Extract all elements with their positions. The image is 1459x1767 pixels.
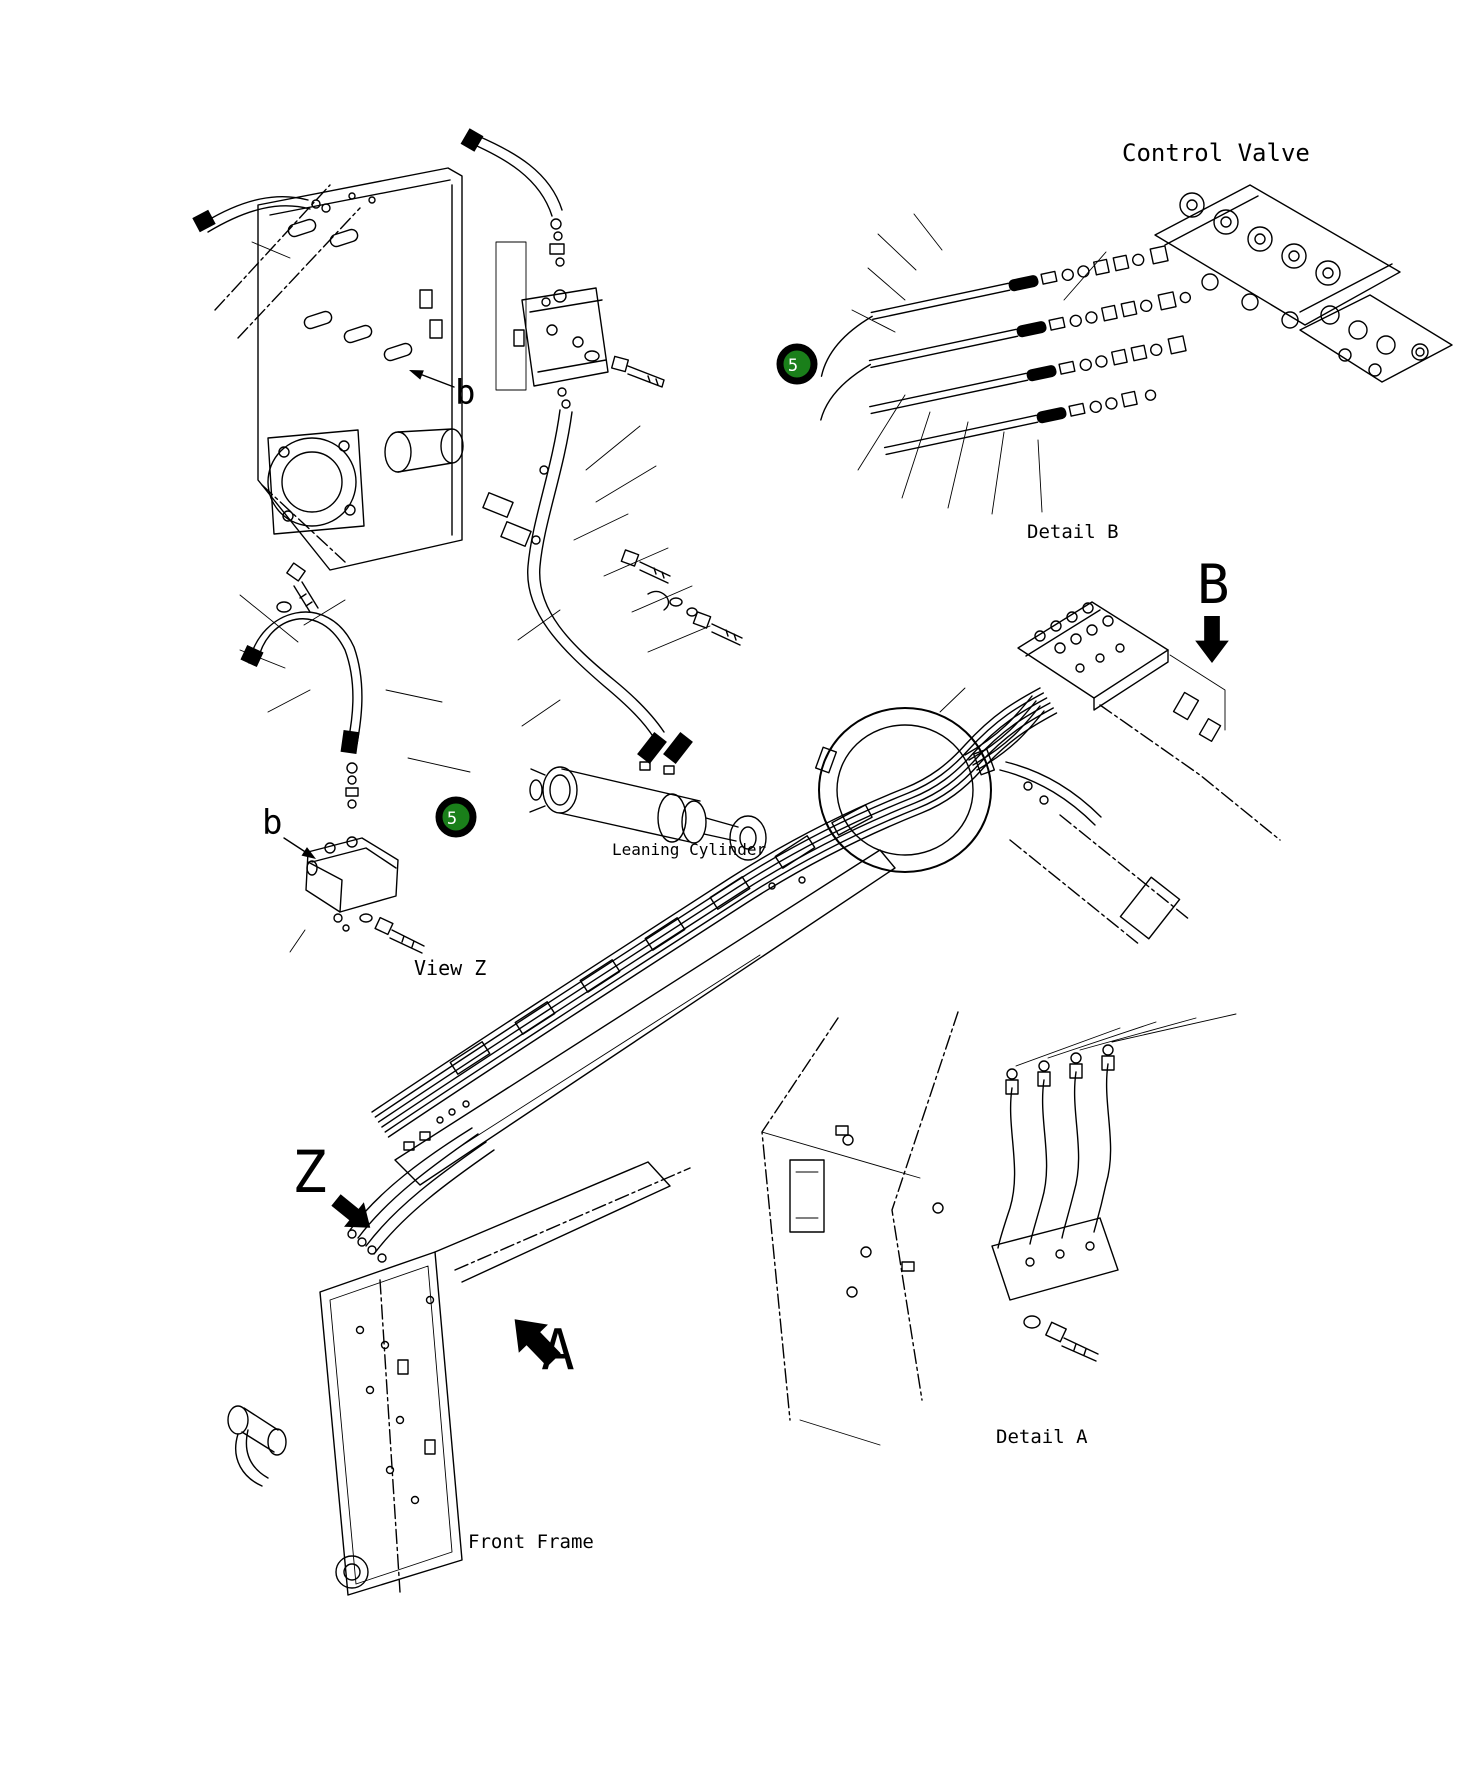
view-marker-a: A (541, 1318, 575, 1383)
callout-badge-5-detail-b: 5 (776, 343, 818, 385)
front-frame-art (227, 1100, 691, 1596)
front-frame-label: Front Frame (468, 1531, 594, 1553)
control-valve-label: Control Valve (1122, 139, 1310, 167)
view-z-art (239, 562, 471, 954)
detail-a-art (761, 1011, 1237, 1446)
arrow-line-b-left (283, 837, 311, 856)
callout-number: 5 (788, 356, 798, 376)
rear-frame-art (192, 167, 464, 571)
callout-number: 5 (447, 809, 457, 829)
view-marker-z: Z (292, 1138, 327, 1206)
callout-circle (776, 343, 818, 385)
leaning-cylinder-label: Leaning Cylinder (612, 840, 767, 859)
drawbar-assembly-art (371, 601, 1281, 1186)
callout-circle (435, 796, 477, 838)
solenoid-valve-art (460, 128, 665, 409)
detail-b-label: Detail B (1027, 521, 1119, 543)
arrow-line-b-top (411, 370, 455, 388)
direction-marker-b-left: b (262, 803, 283, 843)
arrow-view-z (326, 1187, 381, 1240)
control-valve-detail-b-art (820, 184, 1453, 515)
view-z-caption: View Z (414, 956, 487, 980)
callout-badge-5-view-z: 5 (435, 796, 477, 838)
arrow-view-b (1195, 616, 1229, 664)
direction-marker-b-top: b (455, 373, 476, 413)
view-marker-b: B (1197, 553, 1230, 616)
detail-a-label: Detail A (996, 1426, 1088, 1448)
leaning-cylinder-piping-art (482, 409, 767, 861)
